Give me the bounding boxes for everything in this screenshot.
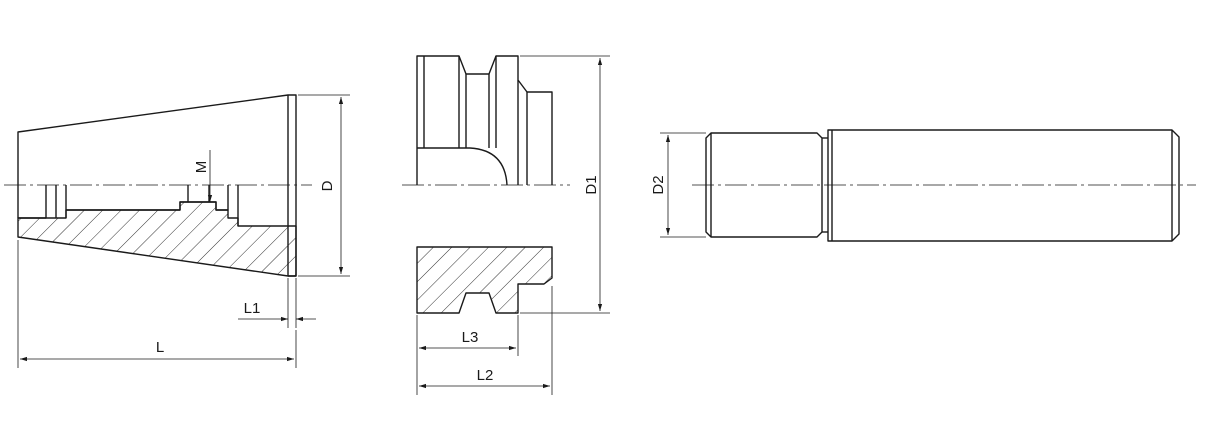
nut-section-hatch — [416, 246, 553, 314]
label-l: L — [156, 339, 164, 356]
collet-bore — [18, 185, 47, 219]
label-d: D — [319, 180, 336, 191]
pin-body — [827, 129, 1180, 242]
nut-bore-curve — [469, 147, 508, 186]
pin-pilot — [705, 132, 823, 238]
flange-nut-view: D1 L3 L2 — [402, 55, 610, 395]
label-m: M — [193, 161, 210, 174]
label-d2: D2 — [650, 175, 667, 194]
label-l3: L3 — [462, 329, 479, 346]
collet-section-hatch — [17, 201, 297, 277]
label-d1: D1 — [583, 175, 600, 194]
label-l1: L1 — [244, 300, 261, 317]
shank-pin-view: D2 — [650, 129, 1196, 242]
nut-upper-outline — [416, 55, 553, 185]
tapered-collet-view: D M L1 L — [4, 94, 350, 368]
label-l2: L2 — [477, 367, 494, 384]
